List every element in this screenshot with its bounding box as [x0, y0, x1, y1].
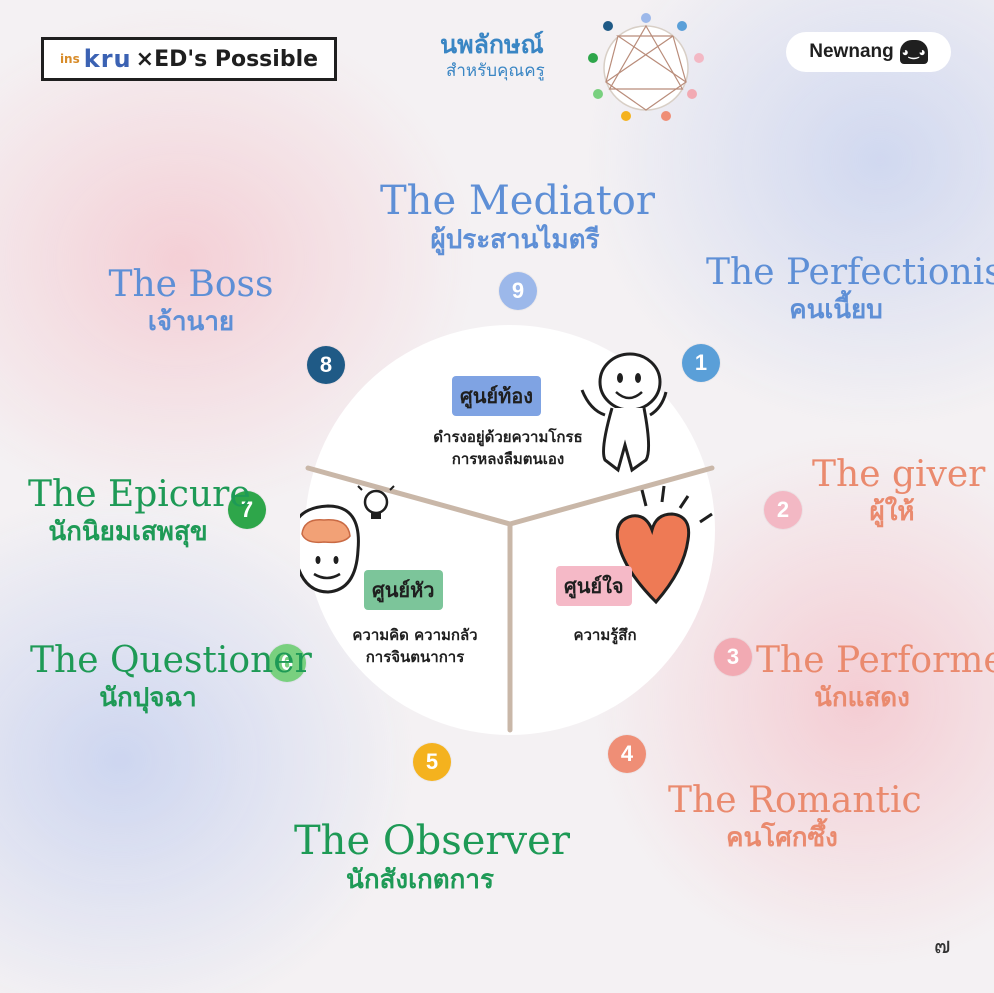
logo-inskru-edspossible: ins kru ×ED's Possible [41, 37, 337, 81]
type-6-name-en: The Questioner [30, 640, 312, 681]
heart-icon [615, 485, 713, 605]
type-4-name-en: The Romantic [668, 780, 922, 821]
type-2-badge: 2 [764, 491, 802, 529]
type-7-badge: 7 [228, 491, 266, 529]
center-gut-tag: ศูนย์ท้อง [452, 376, 542, 416]
center-head-description: ความคิด ความกลัว การจินตนาการ [330, 624, 500, 668]
stick-figure-icon [580, 352, 668, 473]
type-2-name-en: The giver [812, 454, 986, 495]
newnang-mark-icon: ◕‿◕ [899, 40, 928, 64]
center-gut-line2: การหลงลืมตนเอง [451, 450, 565, 468]
center-head-tag: ศูนย์หัว [364, 570, 443, 610]
type-4-badge: 4 [608, 735, 646, 773]
type-4-label: The Romantic คนโศกซึ้ง [668, 780, 922, 854]
type-8-name-en: The Boss [108, 264, 274, 305]
type-5-name-en: The Observer [294, 818, 570, 864]
lightbulb-icon [357, 485, 395, 519]
type-1-name-th: คนเนี้ยบ [789, 295, 883, 325]
type-5-badge: 5 [413, 743, 451, 781]
center-head-line1: ความคิด ความกลัว [352, 626, 478, 644]
type-8-label: The Boss เจ้านาย [96, 264, 286, 338]
logo-prefix: ins [59, 52, 80, 66]
type-6-label: The Questioner นักปุจฉา [30, 640, 312, 714]
type-1-badge: 1 [682, 344, 720, 382]
center-gut-line1: ดำรงอยู่ด้วยความโกรธ [433, 428, 583, 446]
center-heart-line1: ความรู้สึก [573, 626, 637, 644]
type-7-name-en: The Epicure [28, 474, 251, 515]
centers-circle [300, 325, 715, 735]
type-7-label: The Epicure นักนิยมเสพสุข [28, 474, 251, 548]
type-1-label: The Perfectionist คนเนี้ยบ [706, 252, 994, 326]
type-4-name-th: คนโศกซึ้ง [726, 823, 838, 853]
center-gut-description: ดำรงอยู่ด้วยความโกรธ การหลงลืมตนเอง [408, 426, 608, 470]
type-5-name-th: นักสังเกตการ [346, 865, 494, 895]
type-9-badge: 9 [499, 272, 537, 310]
page-number: ๗ [934, 934, 951, 959]
type-9-name-en: The Mediator [380, 178, 655, 224]
type-9-name-th: ผู้ประสานไมตรี [430, 225, 600, 255]
type-3-name-th: นักแสดง [814, 683, 910, 713]
type-3-badge: 3 [714, 638, 752, 676]
newnang-brand-text: Newnang [809, 41, 894, 62]
type-2-label: The giver ผู้ให้ [812, 454, 986, 528]
type-5-label: The Observer นักสังเกตการ [294, 818, 570, 896]
brain-head-icon [300, 504, 360, 594]
logo-kru: kru [83, 45, 132, 73]
header-title: นพลักษณ์ สำหรับคุณครู [440, 30, 590, 82]
type-7-name-th: นักนิยมเสพสุข [48, 517, 208, 547]
type-8-badge: 8 [307, 346, 345, 384]
header-title-line1: นพลักษณ์ [440, 30, 544, 59]
type-2-name-th: ผู้ให้ [869, 497, 915, 527]
type-3-name-en: The Performer [756, 640, 994, 681]
type-1-name-en: The Perfectionist [706, 252, 994, 293]
newnang-brand: Newnang ◕‿◕ [786, 32, 951, 72]
type-9-label: The Mediator ผู้ประสานไมตรี [380, 178, 655, 256]
logo-rest: ×ED's Possible [135, 46, 319, 72]
type-6-name-th: นักปุจฉา [99, 683, 197, 713]
type-3-label: The Performer นักแสดง [756, 640, 994, 714]
enneagram-symbol-icon [588, 13, 704, 121]
type-8-name-th: เจ้านาย [147, 307, 235, 337]
header-title-line2: สำหรับคุณครู [446, 61, 545, 81]
center-head-line2: การจินตนาการ [365, 648, 465, 666]
center-heart-tag: ศูนย์ใจ [556, 566, 632, 606]
center-heart-description: ความรู้สึก [550, 624, 660, 646]
type-6-badge: 6 [268, 644, 306, 682]
